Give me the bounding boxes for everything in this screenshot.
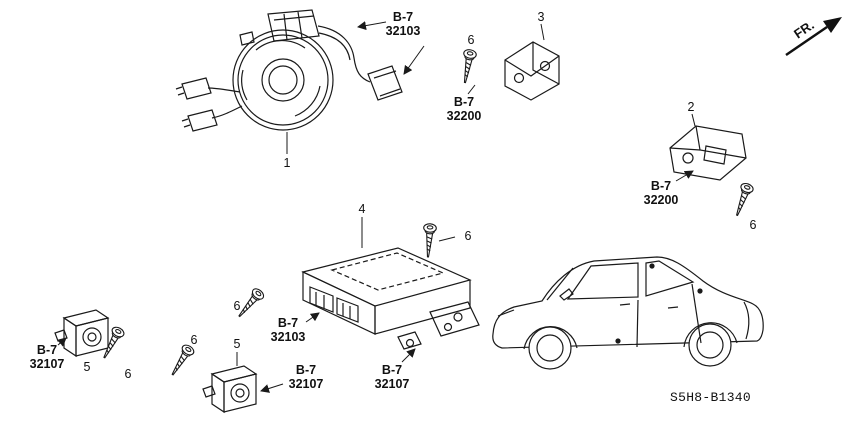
bracket-part-3 [504,41,560,101]
ref-label-b7-32200-right: B-7 32200 [643,179,679,207]
ref-label-b7-32103-mid: B-7 32103 [270,316,306,344]
callout-2: 2 [687,100,695,114]
car-illustration [492,256,764,370]
screw-srs-top [421,222,438,258]
ref-line: 32107 [374,376,410,391]
ref-label-b7-32107-left: B-7 32107 [29,343,65,371]
callout-6-bracket3: 6 [467,33,475,47]
ref-label-b7-32200-top: B-7 32200 [446,95,482,123]
impact-sensor-b [202,365,258,414]
fr-arrow [785,17,842,57]
callout-4: 4 [358,202,366,216]
callout-6-sensor-left: 6 [124,367,132,381]
callout-6-sensor-mid: 6 [190,333,198,347]
screw-sensor-b [166,342,197,379]
ref-line: 32103 [270,329,306,344]
bracket-part-2 [669,125,747,181]
ref-line: B-7 [295,363,317,377]
callout-6-srs-top: 6 [464,229,472,243]
callout-3: 3 [537,10,545,24]
callout-6-bracket2: 6 [749,218,757,232]
ref-line: 32200 [446,108,482,123]
ref-line: B-7 [453,95,475,109]
cable-reel-part [175,9,403,132]
ref-label-b7-32107-bottom: B-7 32107 [374,363,410,391]
ref-line: B-7 [277,316,299,330]
ref-label-b7-32107-mid: B-7 32107 [288,363,324,391]
ref-line: B-7 [650,179,672,193]
diagram-code: S5H8-B1340 [670,390,752,405]
arrow-leaders [57,21,694,393]
ref-label-b7-32103-top: B-7 32103 [385,10,421,38]
ref-line: B-7 [381,363,403,377]
screw-bracket2 [730,181,755,218]
screw-bracket3 [458,48,478,85]
ref-line: B-7 [392,10,414,24]
callout-1: 1 [283,156,291,170]
callout-5-mid: 5 [233,337,241,351]
ref-line: 32107 [29,356,65,371]
screw-sensor-a [98,324,127,362]
ref-line: 32200 [643,192,679,207]
ref-line: B-7 [36,343,58,357]
leader-lines [236,23,696,366]
callout-5-left: 5 [83,360,91,374]
ref-line: 32107 [288,376,324,391]
callout-6-srs-left: 6 [233,299,241,313]
ref-line: 32103 [385,23,421,38]
srs-unit-part [301,247,480,350]
